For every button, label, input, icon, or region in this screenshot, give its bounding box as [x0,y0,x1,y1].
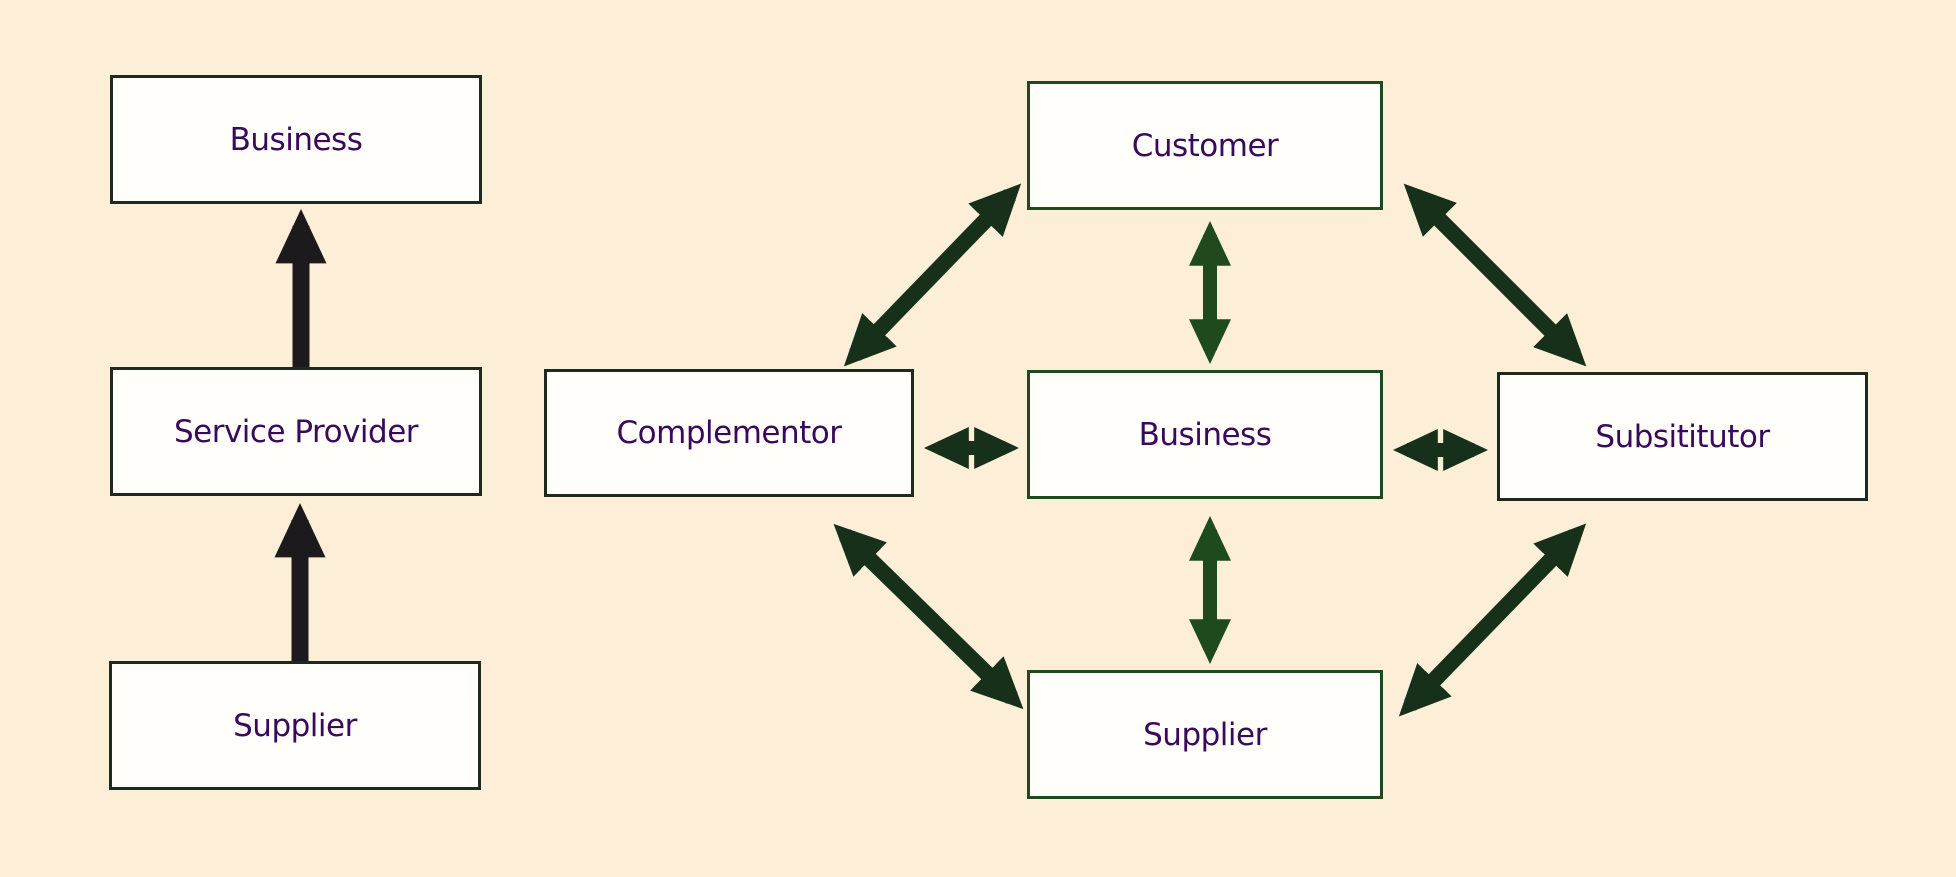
node-service-provider: Service Provider [110,367,482,496]
arrow-complementor-customer [843,183,1022,367]
node-label: Supplier [1143,716,1267,753]
node-complementor: Complementor [544,369,914,497]
node-business-left: Business [110,75,482,204]
node-label: Subsititutor [1595,418,1770,455]
arrow-complementor-supplier [833,523,1024,710]
node-label: Business [1138,416,1272,453]
node-supplier-bottom: Supplier [1027,670,1383,799]
node-label: Business [229,121,363,158]
node-subsititutor: Subsititutor [1497,372,1868,501]
node-customer: Customer [1027,81,1383,210]
node-label: Complementor [616,415,842,451]
node-business-center: Business [1027,370,1383,499]
node-label: Customer [1131,127,1279,164]
arrow-supplier-subsititutor [1398,523,1587,717]
node-label: Supplier [233,707,357,744]
arrow-customer-subsititutor [1403,183,1587,367]
node-supplier-left: Supplier [109,661,481,790]
node-label: Service Provider [173,413,419,450]
